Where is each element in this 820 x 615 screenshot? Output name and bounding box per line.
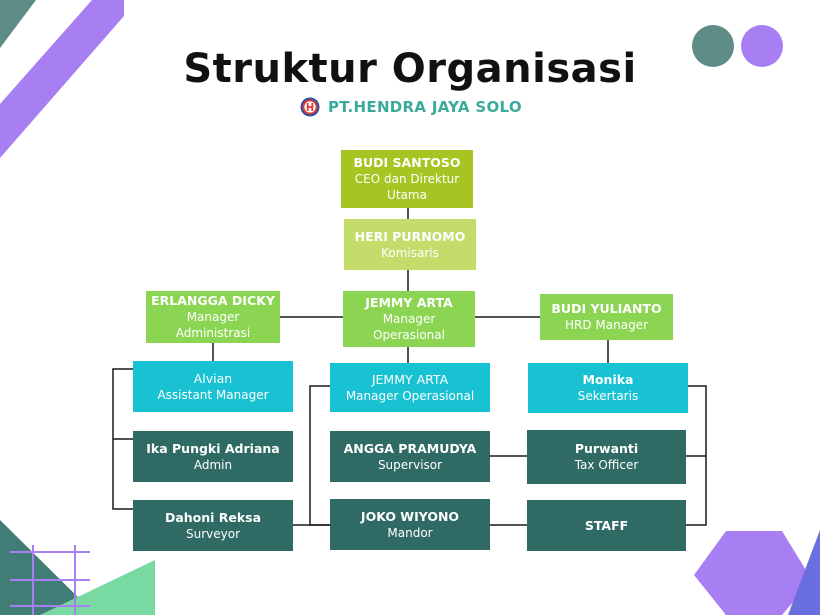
- org-box-supervisor: ANGGA PRAMUDYA Supervisor: [330, 431, 490, 482]
- org-box-ops-manager: JEMMY ARTA Manager Operasional: [343, 291, 475, 347]
- admin-role: Admin: [193, 457, 233, 472]
- secretary-name: Monika: [582, 372, 634, 387]
- company-subtitle: PT.HENDRA JAYA SOLO: [300, 95, 522, 119]
- supervisor-role: Supervisor: [377, 457, 443, 472]
- ops-manager-role-line1: Manager: [382, 312, 436, 326]
- assistant-manager-role: Assistant Manager: [157, 387, 269, 402]
- ceo-role-line1: CEO dan Direktur: [354, 172, 460, 186]
- decor-purple-hexagon: [694, 531, 812, 615]
- hrd-manager-name: BUDI YULIANTO: [551, 301, 662, 316]
- ops-manager-name: JEMMY ARTA: [365, 295, 453, 310]
- decor-teal-triangle: [0, 520, 96, 615]
- mandor-role: Mandor: [387, 525, 433, 540]
- admin-manager-role-line1: Manager: [186, 310, 240, 324]
- decor-purple-stripe: [0, 0, 124, 158]
- org-box-ops-manager-2: JEMMY ARTA Manager Operasional: [330, 363, 490, 412]
- org-box-tax-officer: Purwanti Tax Officer: [527, 430, 686, 484]
- decor-mint-shape: [40, 560, 155, 615]
- komisaris-role: Komisaris: [381, 245, 439, 260]
- decor-purple-scaffold: [10, 545, 90, 615]
- company-name: PT.HENDRA JAYA SOLO: [328, 98, 522, 116]
- decor-teal-circle: [692, 25, 734, 67]
- org-box-staff: STAFF: [527, 500, 686, 551]
- org-box-surveyor: Dahoni Reksa Surveyor: [133, 500, 293, 551]
- org-box-admin-manager: ERLANGGA DICKY Manager Administrasi: [146, 291, 280, 343]
- ops-manager-role-line2: Operasional: [373, 328, 445, 342]
- org-box-hrd-manager: BUDI YULIANTO HRD Manager: [540, 294, 673, 340]
- page-title: Struktur Organisasi: [183, 46, 637, 92]
- org-box-komisaris: HERI PURNOMO Komisaris: [344, 219, 476, 270]
- decor-teal-stripe: [0, 0, 36, 48]
- admin-manager-name: ERLANGGA DICKY: [151, 293, 275, 308]
- tax-officer-role: Tax Officer: [574, 458, 639, 472]
- ops-manager-2-role: Manager Operasional: [345, 388, 475, 403]
- secretary-role: Sekertaris: [577, 389, 639, 403]
- surveyor-role: Surveyor: [185, 526, 241, 541]
- org-box-mandor: JOKO WIYONO Mandor: [330, 499, 490, 550]
- ceo-name: BUDI SANTOSO: [353, 155, 461, 170]
- supervisor-name: ANGGA PRAMUDYA: [343, 440, 477, 456]
- org-box-ceo: BUDI SANTOSO CEO dan Direktur Utama: [341, 150, 473, 208]
- assistant-manager-name: Alvian: [193, 370, 233, 386]
- admin-manager-role-line2: Administrasi: [175, 326, 251, 340]
- org-box-admin: Ika Pungki Adriana Admin: [133, 431, 293, 482]
- company-logo-h-icon: [300, 97, 320, 117]
- surveyor-name: Dahoni Reksa: [164, 509, 262, 525]
- org-box-secretary: Monika Sekertaris: [528, 363, 688, 413]
- tax-officer-name: Purwanti: [574, 441, 639, 456]
- hrd-manager-role: HRD Manager: [564, 318, 648, 332]
- ceo-role-line2: Utama: [387, 188, 427, 202]
- admin-name: Ika Pungki Adriana: [146, 440, 280, 456]
- komisaris-name: HERI PURNOMO: [354, 228, 466, 244]
- mandor-name: JOKO WIYONO: [360, 508, 460, 524]
- decor-purple-circle: [741, 25, 783, 67]
- staff-name: STAFF: [584, 517, 629, 533]
- decor-blue-shape: [788, 530, 820, 615]
- ops-manager-2-name: JEMMY ARTA: [371, 371, 449, 387]
- org-box-assistant-manager: Alvian Assistant Manager: [133, 361, 293, 412]
